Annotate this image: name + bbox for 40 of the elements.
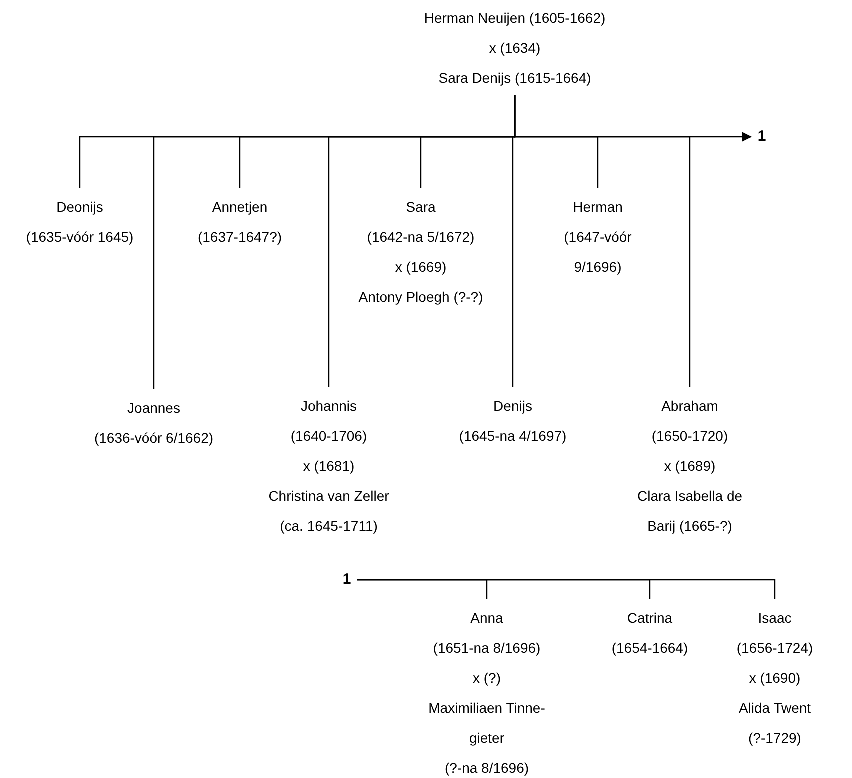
genealogy-entry: x (1669): [395, 258, 447, 277]
connector-line: [357, 579, 776, 599]
genealogy-entry: x (1690): [749, 669, 801, 688]
genealogy-entry: Anna: [470, 609, 504, 628]
genealogy-entry: (1654-1664): [612, 639, 688, 658]
genealogy-entry: Herman: [573, 198, 623, 217]
genealogy-entry: Sara: [406, 198, 436, 217]
genealogy-entry: (1651-na 8/1696): [433, 639, 541, 658]
genealogy-entry: (1637-1647?): [198, 228, 282, 247]
genealogy-entry: (1645-na 4/1697): [459, 427, 567, 446]
genealogy-entry: x (1689): [664, 457, 716, 476]
genealogy-entry: Antony Ploegh (?-?): [358, 288, 484, 307]
genealogy-entry: (1650-1720): [652, 427, 728, 446]
genealogy-entry: (1642-na 5/1672): [367, 228, 475, 247]
genealogy-entry: Denijs: [494, 397, 532, 416]
genealogy-entry: Isaac: [758, 609, 792, 628]
genealogy-entry: Christina van Zeller (ca. 1645-1711): [268, 487, 390, 536]
genealogy-entry: (?-na 8/1696): [444, 759, 530, 778]
genealogy-entry: Clara Isabella de Barij (1665-?): [636, 487, 744, 536]
genealogy-entry: Catrina: [627, 609, 673, 628]
continuation-marker: 1: [342, 570, 352, 590]
genealogy-entry: x (1634): [489, 39, 541, 58]
genealogy-entry: x (?): [473, 669, 501, 688]
genealogy-entry: (1647-vóór 9/1696): [563, 228, 633, 277]
genealogy-entry: Maximiliaen Tinne-gieter: [428, 699, 546, 748]
genealogy-entry: (1635-vóór 1645): [26, 228, 134, 247]
genealogy-entry: Alida Twent (?-1729): [738, 699, 812, 748]
continuation-marker: 1: [758, 127, 766, 147]
genealogy-entry: Deonijs: [56, 198, 104, 217]
arrow: [514, 95, 752, 142]
genealogy-entry: Johannis: [300, 397, 358, 416]
genealogy-entry: Annetjen: [212, 198, 268, 217]
genealogy-entry: x (1681): [303, 457, 355, 476]
genealogy-entry: Herman Neuijen (1605-1662): [424, 9, 606, 28]
genealogy-entry: Sara Denijs (1615-1664): [438, 69, 592, 88]
genealogy-entry: (1640-1706): [290, 427, 368, 446]
genealogy-entry: (1656-1724): [736, 639, 814, 658]
genealogy-entry: Abraham: [662, 397, 718, 416]
genealogy-entry: (1636-vóór 6/1662): [94, 429, 214, 448]
genealogy-entry: Joannes: [128, 399, 180, 418]
